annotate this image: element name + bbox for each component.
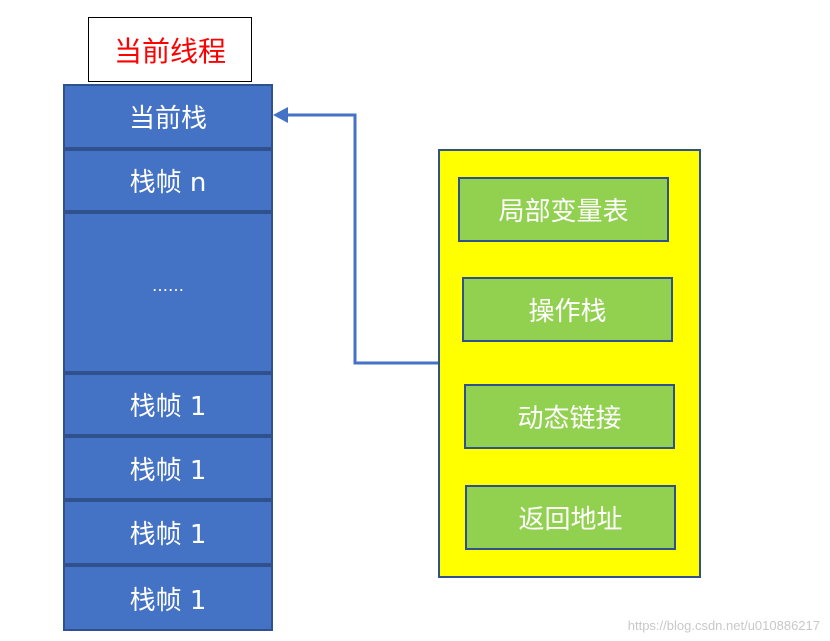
stack-frame-1: 栈帧 1 bbox=[63, 500, 273, 565]
stack-frame-ellipsis: …… bbox=[63, 212, 273, 373]
dynamic-linking: 动态链接 bbox=[464, 384, 675, 449]
return-address: 返回地址 bbox=[465, 485, 676, 550]
watermark: https://blog.csdn.net/u010886217 bbox=[627, 618, 820, 633]
current-thread-label: 当前线程 bbox=[88, 17, 252, 82]
current-stack-cell: 当前栈 bbox=[63, 84, 273, 149]
local-variable-table: 局部变量表 bbox=[458, 177, 669, 242]
stack-frame-1: 栈帧 1 bbox=[63, 436, 273, 500]
stack-frame-n: 栈帧 n bbox=[63, 149, 273, 212]
operand-stack: 操作栈 bbox=[462, 277, 673, 342]
stack-frame-1: 栈帧 1 bbox=[63, 373, 273, 436]
stack-frame-detail-panel: 局部变量表 操作栈 动态链接 返回地址 bbox=[438, 149, 701, 578]
stack-frame-1: 栈帧 1 bbox=[63, 565, 273, 631]
